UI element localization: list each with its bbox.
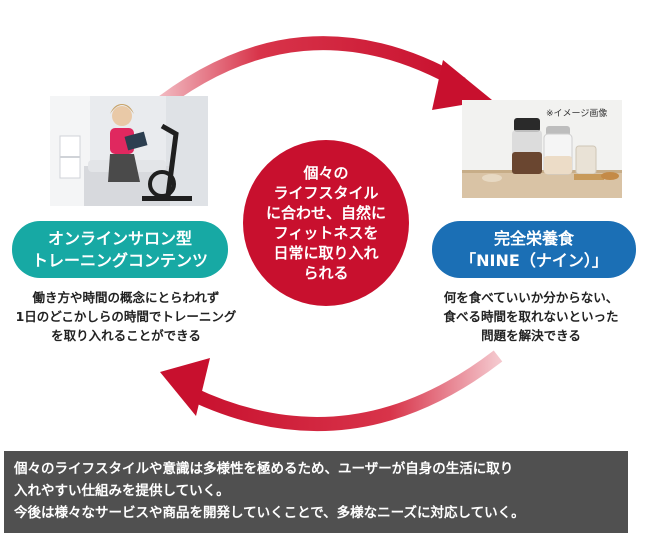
desc-line: 1日のどこかしらの時間でトレーニング [15, 309, 237, 324]
center-text: 個々の ライフスタイル に合わせ、自然に フィットネスを 日常に取り入れ られる [261, 163, 391, 283]
pill-line: オンラインサロン型 [47, 228, 192, 248]
pill-line: 「NINE（ナイン）」 [460, 250, 608, 270]
photo-woman-exercise-bike [50, 96, 208, 206]
center-line: られる [303, 264, 349, 282]
image-note: ※イメージ画像 [546, 109, 608, 119]
right-description: 何を食べていいか分からない、 食べる時間を取れないといった 問題を解決できる [412, 288, 650, 345]
pill-line: トレーニングコンテンツ [31, 250, 208, 270]
bottom-arrow-head [160, 358, 210, 416]
desc-line: 食べる時間を取れないといった [443, 309, 619, 324]
nine-food-pill: 完全栄養食 「NINE（ナイン）」 [432, 221, 636, 278]
photo-nutrition-bottles [462, 100, 622, 198]
summary-box: 個々のライフスタイルや意識は多様性を極めるため、ユーザーが自身の生活に取り 入れ… [4, 451, 628, 533]
desc-line: を取り入れることができる [51, 328, 201, 343]
center-line: に合わせ、自然に [265, 204, 386, 222]
center-line: 個々の [303, 164, 349, 182]
pill-line: 完全栄養食 [493, 228, 574, 248]
center-line: ライフスタイル [273, 184, 379, 202]
summary-line: 入れやすい仕組みを提供していく。 [14, 483, 230, 499]
desc-line: 何を食べていいか分からない、 [443, 290, 619, 305]
center-circle: 個々の ライフスタイル に合わせ、自然に フィットネスを 日常に取り入れ られる [243, 140, 409, 306]
desc-line: 問題を解決できる [481, 328, 581, 343]
top-arrow-arc [145, 36, 466, 118]
center-line: フィットネスを [273, 224, 379, 242]
summary-line: 個々のライフスタイルや意識は多様性を極めるため、ユーザーが自身の生活に取り [14, 461, 514, 477]
center-line: 日常に取り入れ [273, 244, 379, 262]
top-arrow-head [432, 60, 492, 110]
summary-line: 今後は様々なサービスや商品を開発していくことで、多様なニーズに対応していく。 [14, 505, 525, 521]
desc-line: 働き方や時間の概念にとらわれず [32, 290, 220, 305]
left-description: 働き方や時間の概念にとらわれず 1日のどこかしらの時間でトレーニング を取り入れ… [5, 288, 247, 345]
online-salon-pill: オンラインサロン型 トレーニングコンテンツ [12, 221, 228, 278]
bottom-arrow-arc [186, 350, 503, 431]
